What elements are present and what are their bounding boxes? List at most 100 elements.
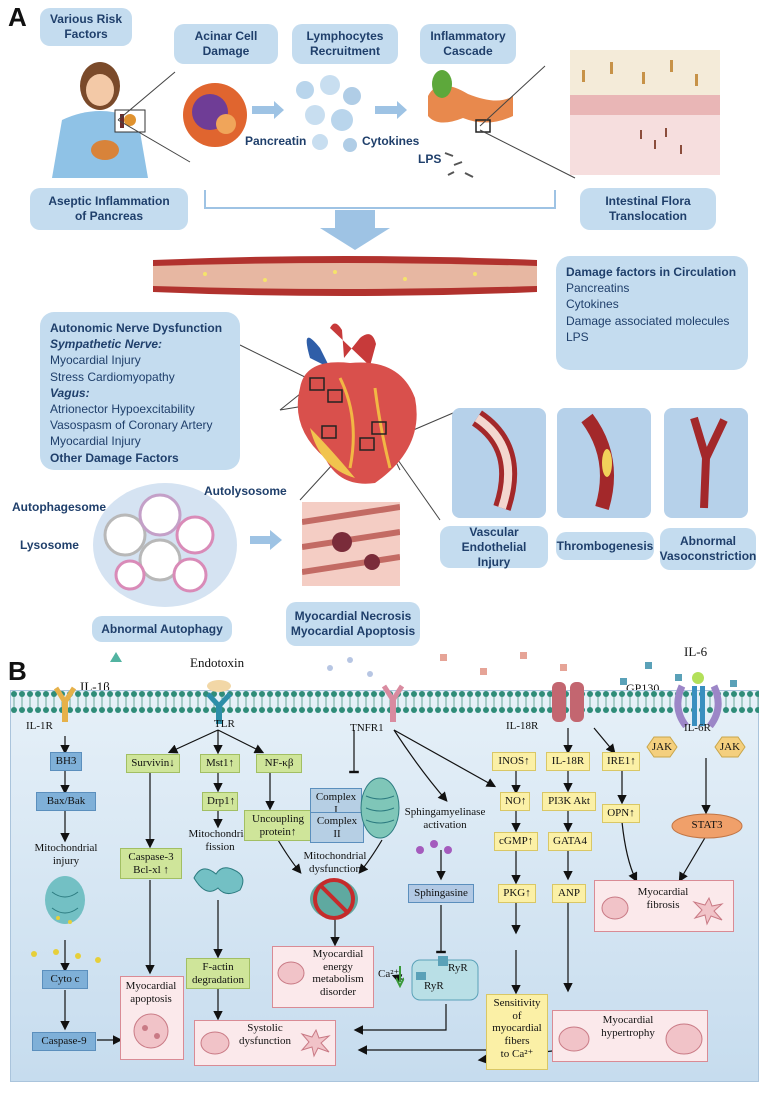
aseptic-inflammation-box: Aseptic Inflammation of Pancreas <box>30 188 188 230</box>
drp1-node: Drp1↑ <box>202 792 238 811</box>
normal-cell-icon <box>558 1026 590 1052</box>
hypertrophy-label: Myocardial hypertrophy <box>601 1014 655 1039</box>
stat3-label: STAT3 <box>691 819 723 831</box>
circulation-item: LPS <box>566 329 589 344</box>
mst1-node: Mst1↑ <box>200 754 240 773</box>
autolysosome-label: Autolysosome <box>204 484 287 498</box>
bh3-node: BH3 <box>50 752 82 771</box>
other-damage-label: Other Damage Factors <box>50 450 179 465</box>
risk-factors-box: Various Risk Factors <box>40 8 132 46</box>
il18r-receptor-icon <box>552 682 584 722</box>
necrosis-box: Myocardial Necrosis Myocardial Apoptosis <box>286 602 420 646</box>
fibrosis-cell-icon <box>601 896 629 920</box>
intestinal-flora-box: Intestinal Flora Translocation <box>580 188 716 230</box>
pi3k-node: PI3K Akt <box>542 792 596 811</box>
autonomic-box: Autonomic Nerve Dysfunction Sympathetic … <box>40 312 240 470</box>
mito-fission-label: Mitochondrial fission <box>188 828 252 853</box>
autonomic-item: Myocardial Injury <box>50 434 141 449</box>
cytokines-label: Cytokines <box>362 134 420 148</box>
ryr-upper-label: RyR <box>448 962 468 974</box>
ligand-particles <box>110 652 737 687</box>
mitochondrion-icon <box>360 777 400 839</box>
lymphocytes-box: Lymphocytes Recruitment <box>292 24 398 64</box>
sphingasine-node: Sphingasine <box>408 884 474 903</box>
thrombogenesis-image <box>557 408 651 518</box>
vasoconstriction-box: Abnormal Vasoconstriction <box>660 528 756 570</box>
pancreatin-label: Pancreatin <box>245 134 307 148</box>
cardiomyocyte-icon <box>277 961 305 985</box>
sensitivity-node: Sensitivity of myocardial fibers to Ca²⁺ <box>486 994 548 1070</box>
acinar-damage-box: Acinar Cell Damage <box>174 24 278 64</box>
heart-image <box>297 323 417 484</box>
dysfunctional-cell-icon <box>300 1028 331 1058</box>
jak-right-label: JAK <box>719 741 741 753</box>
autophagosome-label: Autophagesome <box>12 500 107 514</box>
vascular-injury-image <box>452 408 546 518</box>
thrombogenesis-box: Thrombogenesis <box>556 532 654 560</box>
necrosis-tissue-image <box>302 502 400 586</box>
baxbak-node: Bax/Bak <box>36 792 96 811</box>
abnormal-autophagy-box: Abnormal Autophagy <box>92 616 232 642</box>
circulation-box: Damage factors in Circulation Pancreatin… <box>556 256 748 370</box>
panel-b-label: B <box>8 656 27 686</box>
autonomic-item: Myocardial Injury <box>50 353 141 368</box>
factin-node: F-actin degradation <box>186 958 250 990</box>
intestine-image <box>570 50 720 175</box>
complex2-node: Complex II <box>310 812 364 844</box>
fibrosis-label: Myocardial fibrosis <box>637 886 689 911</box>
gata4-node: GATA4 <box>548 832 592 851</box>
cytoc-node: Cyto c <box>42 970 88 989</box>
vascular-box: Vascular Endothelial Injury <box>440 525 548 569</box>
autonomic-item: Stress Cardiomyopathy <box>50 369 175 384</box>
caspase9-node: Caspase-9 <box>32 1032 96 1051</box>
autonomic-item: Atrionector Hypoexcitability <box>50 401 195 416</box>
il6-label: IL-6 <box>684 644 708 659</box>
patient-figure <box>52 62 148 178</box>
fibrotic-cell-icon <box>692 896 724 926</box>
calcium-label: Ca²⁺ <box>378 968 400 980</box>
anp-node: ANP <box>552 884 586 903</box>
vasoconstriction-image <box>664 408 748 518</box>
opn-node: OPN↑ <box>602 804 640 823</box>
ryr-lower-label: RyR <box>424 980 444 992</box>
systolic-label: Systolic dysfunction <box>239 1022 291 1047</box>
circulation-item: Cytokines <box>566 297 619 312</box>
tlr-label: TLR <box>214 718 235 730</box>
apoptosis-label: Myocardial apoptosis <box>125 980 177 1005</box>
inos-node: INOS↑ <box>492 752 536 771</box>
apoptotic-cell-icon <box>133 1013 169 1049</box>
jak-left-icon <box>646 736 678 758</box>
panel-a-label: A <box>8 2 27 32</box>
pancreas-image <box>428 70 513 133</box>
panel-a-connector-lines <box>117 65 576 550</box>
autonomic-title: Autonomic Nerve Dysfunction <box>50 321 223 335</box>
caspase3-node: Caspase-3 Bcl-xl ↑ <box>120 848 182 880</box>
vagus-label: Vagus: <box>50 385 90 400</box>
mito-injury-label: Mitochondrial injury <box>34 842 98 867</box>
il6r-label: IL-6R <box>684 722 711 734</box>
autophagy-image <box>93 483 237 607</box>
tlr-receptor-icon <box>206 680 232 724</box>
tnfr1-receptor-icon <box>381 684 405 722</box>
inflammatory-box: Inflammatory Cascade <box>420 24 516 64</box>
il6r-receptor-icon <box>674 672 722 728</box>
lysosome-label: Lysosome <box>20 538 79 552</box>
il18r-node: IL-18R <box>546 752 590 771</box>
mito-dysfunction-label: Mitochondrial dysfunction <box>303 850 367 875</box>
energy-disorder-label: Myocardial energy metabolism disorder <box>312 948 364 998</box>
lymphocytes-image <box>296 75 361 152</box>
injured-mitochondrion-icon <box>45 876 85 924</box>
stat3-shape <box>671 813 743 839</box>
sarcoplasmic-reticulum-icon <box>411 956 479 1001</box>
bacteria-icon <box>444 152 474 178</box>
pkg-node: PKG↑ <box>498 884 536 903</box>
hypertrophic-cell-icon <box>665 1023 703 1055</box>
circulation-title: Damage factors in Circulation <box>566 265 737 279</box>
fission-mitochondria-icon <box>193 867 244 894</box>
il1r-receptor-icon <box>53 686 77 722</box>
arrow-1-icon <box>252 101 284 119</box>
jak-right-icon <box>714 736 746 758</box>
nfkb-node: NF-κβ <box>256 754 302 773</box>
no-node: NO↑ <box>500 792 530 811</box>
